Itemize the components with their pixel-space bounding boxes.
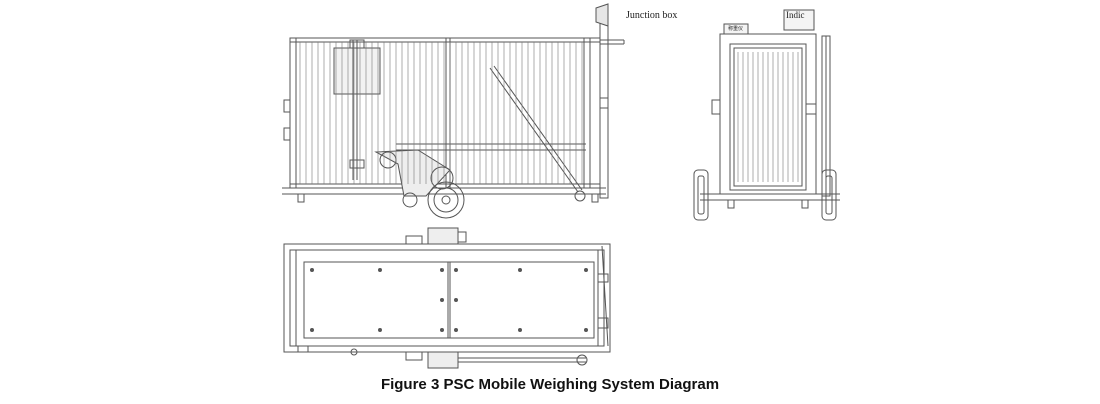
junction-box-label: Junction box: [626, 10, 678, 21]
indicator-label: Indic: [786, 10, 805, 20]
panel-label: 称重仪: [728, 27, 744, 32]
figure-caption: Figure 3 PSC Mobile Weighing System Diag…: [380, 376, 720, 393]
